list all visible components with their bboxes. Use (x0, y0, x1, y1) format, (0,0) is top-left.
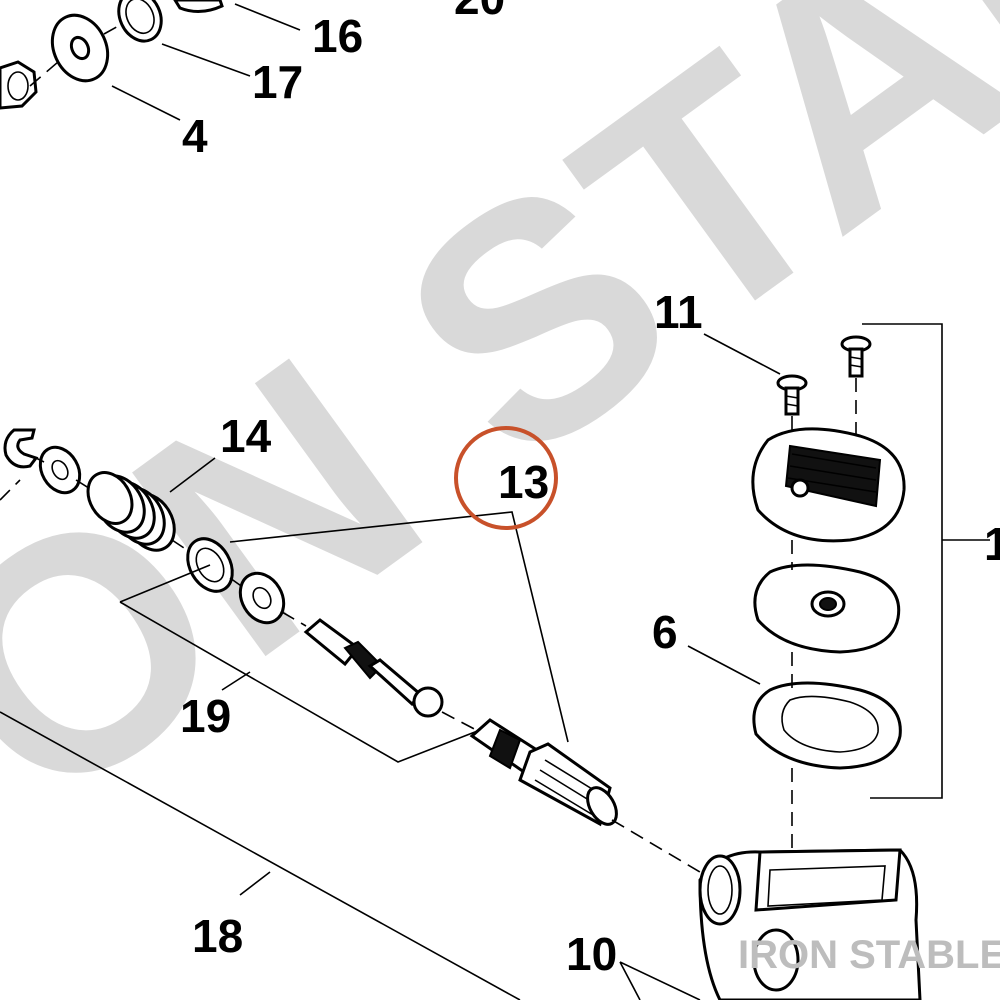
callout-14: 14 (220, 410, 272, 462)
part-valve-cartridge-13 (469, 718, 618, 827)
part-bushing-16 (173, 0, 224, 13)
part-gasket-6 (752, 681, 902, 770)
callout-16: 16 (312, 10, 363, 62)
part-nut-top-left (0, 60, 38, 110)
callout-4: 4 (182, 110, 208, 162)
callout-13: 13 (498, 456, 549, 508)
part-valve-body (698, 848, 922, 1000)
part-ring-17 (117, 0, 163, 43)
part-spring-14 (86, 471, 176, 552)
part-washer-middle (238, 571, 286, 625)
callout-11: 11 (654, 286, 703, 338)
part-screw-right (840, 335, 872, 378)
part-cover (751, 427, 906, 543)
brand-stamp: IRON STABLE (738, 933, 1000, 977)
callout-10: 10 (566, 928, 617, 980)
highlight-circle (454, 426, 558, 530)
part-diaphragm (753, 563, 901, 654)
callout-19: 19 (180, 690, 231, 742)
part-screw-11 (776, 374, 808, 416)
part-retaining-clip-left (3, 428, 39, 469)
callout-20: 20 (454, 0, 505, 24)
callout-18: 18 (192, 910, 243, 962)
callouts: 16 17 4 20 11 1 14 13 6 19 18 10 (180, 0, 1000, 980)
callout-17: 17 (252, 56, 303, 108)
part-plunger-18 (303, 618, 444, 718)
callout-6: 6 (652, 606, 678, 658)
callout-1: 1 (984, 518, 1000, 570)
part-washer-left (38, 445, 82, 495)
part-washer-4 (50, 13, 110, 83)
